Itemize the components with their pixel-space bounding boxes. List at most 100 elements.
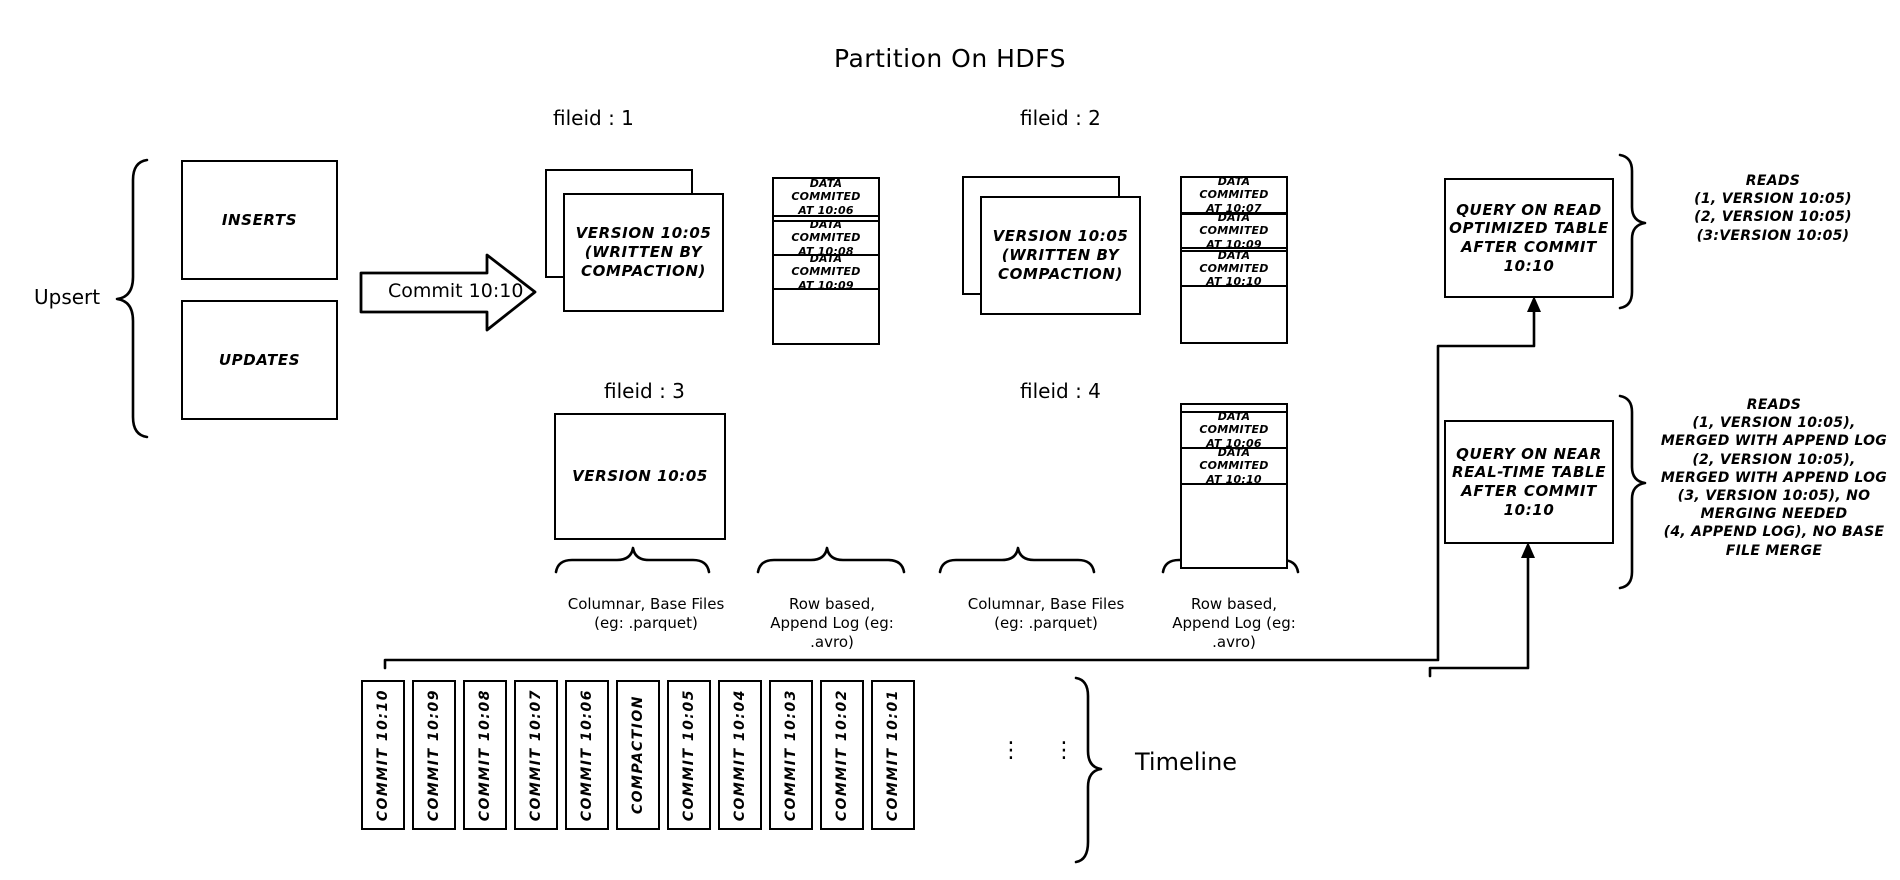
timeline-compaction-label: COMPACTION	[630, 695, 646, 815]
reads-line: READS	[1745, 173, 1801, 189]
timeline-commit-box[interactable]: COMMIT 10:06	[565, 680, 609, 830]
reads-line: FILE MERGE	[1725, 542, 1823, 559]
timeline-commit-label: COMMIT 10:02	[834, 688, 850, 822]
fileid-1-base-file: VERSION 10:05 (WRITTEN BY COMPACTION)	[563, 193, 724, 312]
base-file-line: (WRITTEN BY	[584, 243, 703, 262]
caption-line: (eg: .parquet)	[994, 613, 1098, 632]
fileid-3-heading: fileid : 3	[604, 379, 685, 403]
log-entry: DATA COMMITED AT 10:06	[772, 177, 880, 217]
timeline-ellipsis: ⋮	[1053, 738, 1075, 763]
timeline-commit-label: COMMIT 10:10	[375, 688, 391, 822]
log-entry-line: AT 10:09	[798, 278, 854, 292]
timeline-commit-label: COMMIT 10:04	[732, 688, 748, 822]
caption-line: .avro)	[1212, 632, 1256, 651]
caption-line: Columnar, Base Files	[967, 595, 1125, 613]
timeline-commit-box[interactable]: COMMIT 10:07	[514, 680, 558, 830]
timeline-commit-label: COMMIT 10:05	[681, 688, 697, 822]
timeline-commit-box[interactable]: COMMIT 10:08	[463, 680, 507, 830]
fileid-2-log-file: DATA COMMITED AT 10:07 DATA COMMITED AT …	[1180, 175, 1288, 344]
caption-line: (eg: .parquet)	[594, 613, 698, 632]
timeline-commit-box[interactable]: COMMIT 10:04	[718, 680, 762, 830]
reads-line: MERGED WITH APPEND LOG	[1660, 433, 1888, 450]
fileid-4-log-file: DATA COMMITED AT 10:06 DATA COMMITED AT …	[1180, 403, 1288, 569]
log-entry-line: AT 10:07	[1206, 201, 1262, 215]
caption-rowlog-right: Row based, Append Log (eg: .avro)	[1157, 595, 1311, 651]
log-entry: DATA COMMITED AT 10:09	[1180, 211, 1288, 251]
caption-line: Append Log (eg:	[1172, 613, 1296, 632]
caption-columnar-right: Columnar, Base Files (eg: .parquet)	[938, 595, 1154, 633]
timeline-commit-box[interactable]: COMMIT 10:02	[820, 680, 864, 830]
query-box-line: OPTIMIZED TABLE	[1449, 219, 1609, 238]
log-entry: DATA COMMITED AT 10:10	[1180, 446, 1288, 486]
reads-line: (1, VERSION 10:05),	[1692, 415, 1856, 432]
log-entry: DATA COMMITED AT 10:09	[772, 252, 880, 292]
base-file-line: VERSION 10:05	[992, 227, 1129, 246]
base-file-line: COMPACTION)	[997, 264, 1124, 283]
query-read-optimized-box: QUERY ON READ OPTIMIZED TABLE AFTER COMM…	[1444, 178, 1614, 298]
timeline-commit-box[interactable]: COMMIT 10:10	[361, 680, 405, 830]
reads-read-optimized: READS (1, VERSION 10:05) (2, VERSION 10:…	[1648, 172, 1898, 245]
fileid-1-log-file: DATA COMMITED AT 10:06 DATA COMMITED AT …	[772, 177, 880, 345]
timeline-compaction-box[interactable]: COMPACTION	[616, 680, 660, 830]
log-entry-line: DATA COMMITED	[791, 252, 861, 279]
reads-line: (4, APPEND LOG), NO BASE	[1663, 524, 1885, 541]
query-box-line: REAL-TIME TABLE	[1451, 463, 1607, 482]
log-entry-line: DATA COMMITED	[791, 218, 861, 245]
timeline-commit-box[interactable]: COMMIT 10:09	[412, 680, 456, 830]
fileid-1-heading: fileid : 1	[553, 106, 634, 130]
log-entry-line: AT 10:06	[798, 203, 854, 217]
timeline-commit-box[interactable]: COMMIT 10:05	[667, 680, 711, 830]
query-box-line: 10:10	[1503, 256, 1555, 275]
log-entry-line: DATA COMMITED	[1199, 248, 1269, 275]
log-entry-line: AT 10:10	[1206, 472, 1262, 486]
fileid-2-base-file: VERSION 10:05 (WRITTEN BY COMPACTION)	[980, 196, 1141, 315]
caption-line: Row based,	[1190, 595, 1277, 613]
log-entry-line: DATA COMMITED	[1199, 446, 1269, 473]
inserts-label: INSERTS	[221, 210, 298, 229]
log-entry: DATA COMMITED AT 10:10	[1180, 248, 1288, 289]
log-entry-line: DATA COMMITED	[1199, 410, 1269, 437]
query-box-line: 10:10	[1503, 500, 1555, 519]
base-file-line: COMPACTION)	[580, 261, 707, 280]
timeline-label: Timeline	[1135, 748, 1238, 776]
log-entry: DATA COMMITED AT 10:08	[772, 218, 880, 258]
timeline-commit-box[interactable]: COMMIT 10:01	[871, 680, 915, 830]
timeline-commit-label: COMMIT 10:07	[528, 688, 544, 822]
caption-rowlog-left: Row based, Append Log (eg: .avro)	[755, 595, 909, 651]
reads-line: READS	[1746, 397, 1802, 413]
log-entry-line: DATA COMMITED	[791, 177, 861, 204]
reads-line: (1, VERSION 10:05)	[1694, 191, 1852, 208]
log-entry: DATA COMMITED AT 10:06	[1180, 410, 1288, 450]
caption-line: Row based,	[788, 595, 875, 613]
timeline-commit-label: COMMIT 10:03	[783, 688, 799, 822]
timeline-commit-label: COMMIT 10:06	[579, 688, 595, 822]
updates-label: UPDATES	[218, 350, 301, 369]
base-file-line: VERSION 10:05	[575, 224, 712, 243]
timeline-commit-box[interactable]: COMMIT 10:03	[769, 680, 813, 830]
reads-line: (2, VERSION 10:05)	[1694, 209, 1852, 226]
query-box-line: QUERY ON NEAR	[1456, 444, 1602, 463]
log-entry: DATA COMMITED AT 10:07	[1180, 175, 1288, 215]
caption-columnar-left: Columnar, Base Files (eg: .parquet)	[531, 595, 761, 633]
query-box-line: QUERY ON READ	[1456, 200, 1602, 219]
inserts-box: INSERTS	[181, 160, 338, 280]
reads-near-real-time: READS (1, VERSION 10:05), MERGED WITH AP…	[1648, 396, 1900, 560]
updates-box: UPDATES	[181, 300, 338, 420]
query-box-line: AFTER COMMIT	[1461, 482, 1597, 500]
reads-line: MERGING NEEDED	[1700, 506, 1848, 523]
reads-line: MERGED WITH APPEND LOG	[1660, 469, 1888, 486]
log-entry-line: DATA COMMITED	[1199, 211, 1269, 238]
commit-arrow-label: Commit 10:10	[388, 280, 524, 302]
base-file-line: VERSION 10:05	[572, 467, 708, 486]
fileid-2-heading: fileid : 2	[1020, 106, 1101, 130]
page-title: Partition On HDFS	[834, 44, 1066, 73]
reads-line: (2, VERSION 10:05),	[1692, 451, 1856, 468]
query-near-real-time-box: QUERY ON NEAR REAL-TIME TABLE AFTER COMM…	[1444, 420, 1614, 544]
log-entry-line: AT 10:06	[1206, 436, 1262, 450]
base-file-line: (WRITTEN BY	[1001, 246, 1120, 265]
log-entry-line: AT 10:09	[1206, 237, 1262, 251]
timeline-commit-label: COMMIT 10:08	[477, 688, 493, 822]
log-entry-line: AT 10:10	[1206, 275, 1262, 289]
fileid-4-heading: fileid : 4	[1020, 379, 1101, 403]
